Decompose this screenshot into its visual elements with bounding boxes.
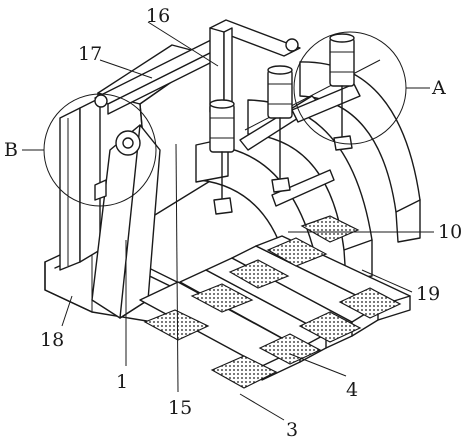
- left-post: [59, 97, 101, 271]
- knurled-pads: [143, 215, 402, 389]
- label-4: 4: [346, 379, 358, 401]
- label-a: A: [431, 77, 446, 99]
- label-18: 18: [40, 329, 64, 351]
- cylinder-front: [209, 99, 235, 215]
- label-10: 10: [438, 221, 462, 243]
- leader-lines: [22, 21, 434, 421]
- side-bracket: [91, 124, 161, 319]
- label-16: 16: [146, 5, 170, 27]
- label-3: 3: [286, 419, 298, 441]
- label-17: 17: [78, 43, 102, 65]
- cylinder-rear: [329, 33, 355, 151]
- upper-frame: [209, 19, 301, 119]
- label-19: 19: [416, 283, 440, 305]
- label-15: 15: [168, 397, 192, 419]
- cylinder-middle: [267, 65, 293, 193]
- label-b: B: [4, 139, 18, 161]
- label-1: 1: [116, 371, 128, 393]
